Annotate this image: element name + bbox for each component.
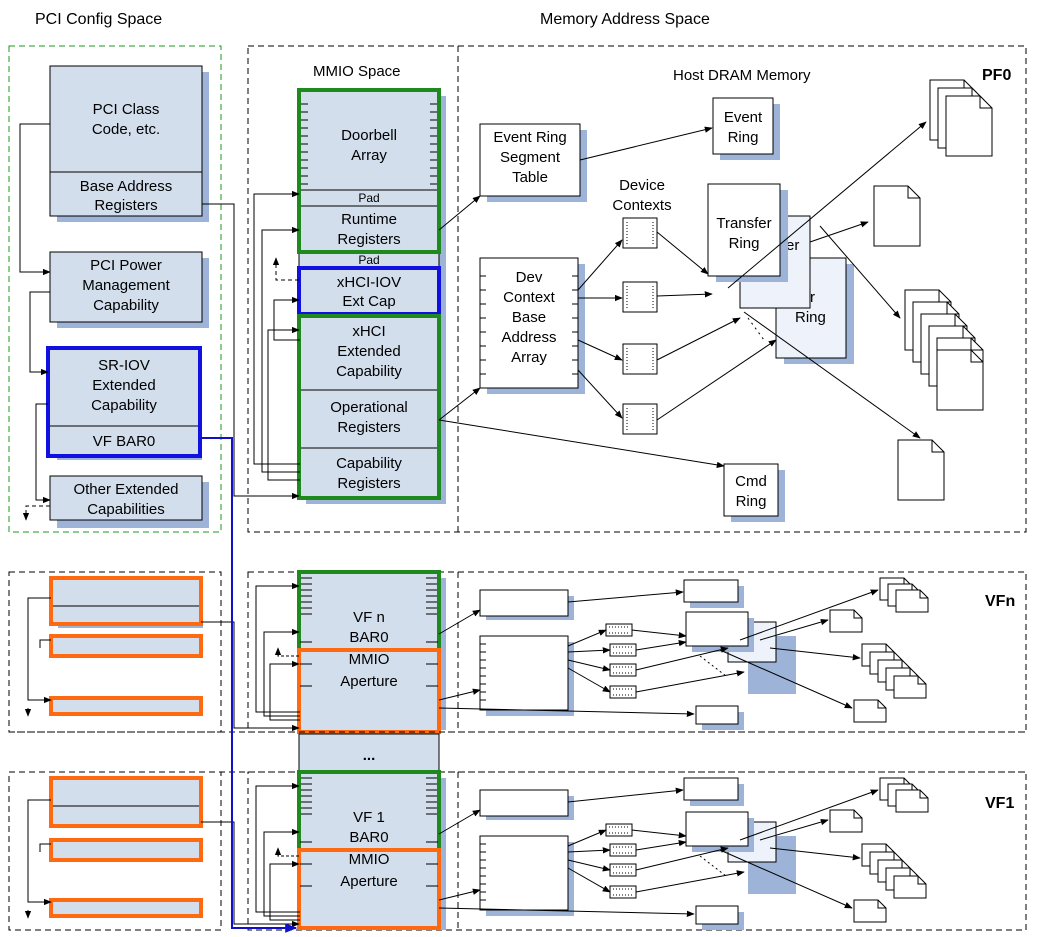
pci-class-code-label: PCI Class	[93, 101, 160, 118]
transfer-ring-box	[707, 183, 781, 277]
event-ring-box	[712, 97, 774, 155]
vf1-memory-region	[247, 771, 1027, 931]
vf-ellipsis-box	[298, 733, 440, 773]
pci-power-management-box	[49, 251, 203, 323]
svg-text:Capabilities: Capabilities	[87, 501, 165, 518]
svg-text:Table: Table	[512, 169, 548, 186]
vf1-config-header-box	[50, 777, 202, 827]
svg-text:Registers: Registers	[94, 197, 157, 214]
svg-text:Registers: Registers	[337, 419, 400, 436]
xhci-iov-label: xHCI-IOV	[337, 274, 401, 291]
doorbell-array-label: Doorbell	[341, 127, 397, 144]
device-context-2	[622, 281, 658, 313]
device-context-4	[622, 403, 658, 435]
cmd-ring-box	[723, 463, 779, 517]
transfer-ring-label: Transfer	[716, 215, 771, 232]
dev-context-base-address-array-box	[479, 257, 579, 389]
vf-ellipsis-label: ...	[363, 747, 376, 764]
vf1-mmio-label: VF 1	[353, 809, 385, 826]
device-context-1	[622, 217, 658, 249]
pci-config-space-header: PCI Config Space	[35, 11, 162, 28]
svg-text:Ext Cap: Ext Cap	[342, 293, 395, 310]
svg-text:Capability: Capability	[93, 297, 159, 314]
capability-registers-label: Capability	[336, 455, 402, 472]
doorbell-ticks	[300, 103, 438, 185]
event-ring-label: Event	[724, 109, 763, 126]
svg-text:Segment: Segment	[500, 149, 561, 166]
svg-text:Ring: Ring	[736, 493, 767, 510]
host-dram-memory-header: Host DRAM Memory	[673, 67, 811, 84]
svg-text:Base: Base	[512, 309, 546, 326]
svg-text:Registers: Registers	[337, 475, 400, 492]
other-extended-capabilities-label: Other Extended	[73, 481, 178, 498]
vf-bar0-pointer	[200, 437, 298, 933]
event-ring-segment-table-box	[479, 123, 581, 197]
svg-text:Extended: Extended	[92, 377, 155, 394]
sriov-capability-label: SR-IOV	[98, 357, 150, 374]
svg-text:Aperture: Aperture	[340, 673, 398, 690]
svg-text:Capability: Capability	[336, 363, 402, 380]
cmd-ring-label: Cmd	[735, 473, 767, 490]
svg-text:MMIO: MMIO	[349, 651, 390, 668]
memory-address-space-header: Memory Address Space	[540, 11, 710, 28]
svg-text:Capability: Capability	[91, 397, 157, 414]
runtime-registers-label: Runtime	[341, 211, 397, 228]
dev-context-base-label: Dev	[516, 269, 543, 286]
vfn-config-region	[8, 571, 222, 733]
data-buffer-pages	[873, 79, 993, 501]
vfn-memory-region	[247, 571, 1027, 733]
device-contexts-label: Device	[619, 177, 665, 194]
vf1-config-region	[8, 771, 222, 931]
mmio-space-header: MMIO Space	[313, 63, 401, 80]
vf1-label: VF1	[985, 795, 1014, 812]
svg-text:BAR0: BAR0	[349, 829, 388, 846]
svg-text:Registers: Registers	[337, 231, 400, 248]
svg-text:Array: Array	[351, 147, 387, 164]
svg-text:Code, etc.: Code, etc.	[92, 121, 160, 138]
svg-text:Array: Array	[511, 349, 547, 366]
base-address-registers-label: Base Address	[80, 178, 173, 195]
svg-text:Ring: Ring	[795, 309, 826, 326]
device-context-3	[622, 343, 658, 375]
pf0-memory-region	[247, 45, 1027, 533]
svg-text:BAR0: BAR0	[349, 629, 388, 646]
svg-text:Address: Address	[501, 329, 556, 346]
operational-registers-label: Operational	[330, 399, 408, 416]
pf0-config-region	[8, 45, 222, 533]
svg-text:Extended: Extended	[337, 343, 400, 360]
svg-text:Aperture: Aperture	[340, 873, 398, 890]
svg-text:Context: Context	[503, 289, 556, 306]
svg-text:Ring: Ring	[729, 235, 760, 252]
svg-text:MMIO: MMIO	[349, 851, 390, 868]
pci-power-management-label: PCI Power	[90, 257, 162, 274]
event-ring-segment-table-label: Event Ring	[493, 129, 566, 146]
vfn-label: VFn	[985, 593, 1015, 610]
svg-text:Ring: Ring	[728, 129, 759, 146]
vfn-mmio-label: VF n	[353, 609, 385, 626]
xhci-extended-capability-label: xHCI	[352, 323, 385, 340]
base-address-registers-box	[49, 171, 203, 217]
other-extended-capabilities-box	[49, 475, 203, 521]
svg-text:Pad: Pad	[358, 253, 379, 267]
pf0-label: PF0	[982, 67, 1011, 84]
svg-text:Management: Management	[82, 277, 170, 294]
pad-label: Pad	[358, 191, 379, 205]
pf0-mmio-stack	[298, 89, 440, 499]
vf-bar0-label: VF BAR0	[93, 433, 156, 450]
svg-text:er: er	[786, 237, 799, 254]
vfn-config-header-box	[50, 577, 202, 625]
svg-text:Contexts: Contexts	[612, 197, 671, 214]
pci-class-code-box	[49, 65, 203, 173]
